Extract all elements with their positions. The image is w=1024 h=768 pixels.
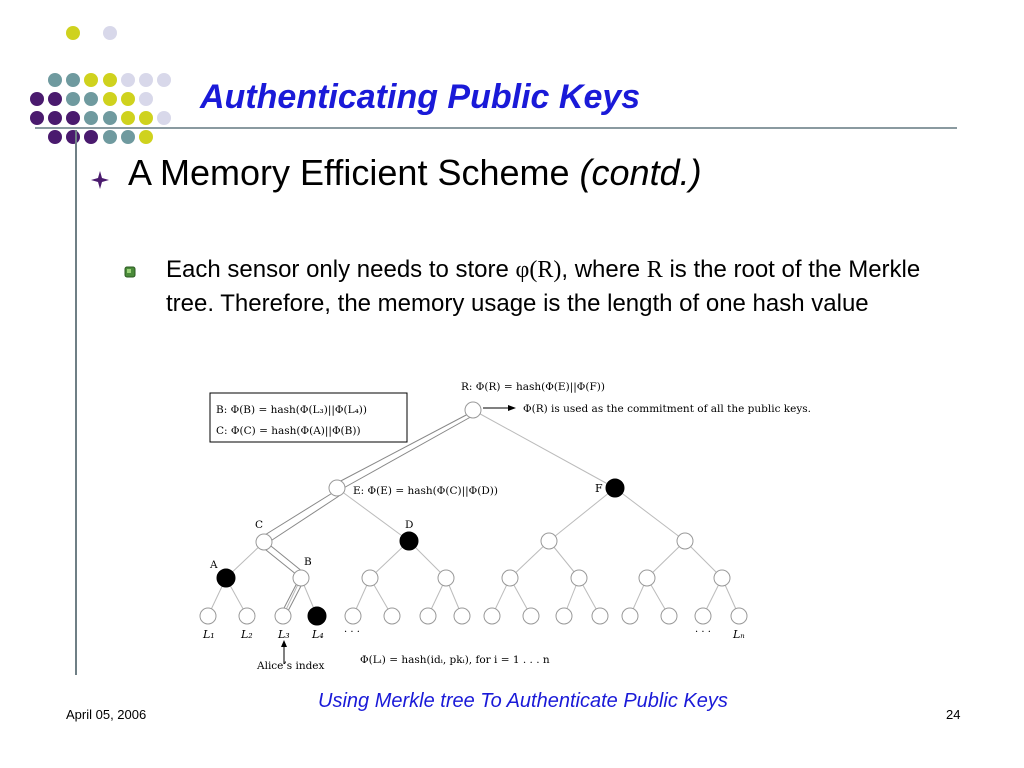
vertical-divider [75, 130, 77, 675]
leaf-label-4: L₄ [311, 628, 324, 641]
auth-path [259, 412, 477, 612]
leaf-hash-formula: Φ(Lᵢ) = hash(idᵢ, pkᵢ), for i = 1 . . . … [360, 654, 550, 666]
f-label: F [595, 482, 603, 495]
figure-caption: Using Merkle tree To Authenticate Public… [318, 690, 728, 712]
decorative-dot-grid [30, 26, 171, 144]
e-label: E: Φ(E) = hash(Φ(C)||Φ(D)) [353, 485, 498, 498]
box-line1: B: Φ(B) = hash(Φ(L₃)||Φ(L₄)) [216, 404, 367, 417]
c-label: C [255, 519, 263, 531]
leaf-label-1: L₁ [202, 628, 215, 641]
leaf-label-3: L₃ [277, 628, 290, 641]
ellipsis-right: · · · [695, 627, 711, 638]
footer-date: April 05, 2006 [66, 707, 147, 722]
title-underline [35, 127, 957, 129]
ellipsis-left: · · · [344, 627, 360, 638]
box-line2: C: Φ(C) = hash(Φ(A)||Φ(B)) [216, 425, 361, 438]
merkle-tree-diagram: B: Φ(B) = hash(Φ(L₃)||Φ(L₄)) C: Φ(C) = h… [199, 381, 811, 672]
tree-nodes [199, 401, 748, 626]
slide-number: 24 [946, 707, 961, 722]
a-label: A [209, 559, 218, 571]
leaf-label-2: L₂ [240, 628, 253, 641]
diamond-bullet-icon [91, 171, 109, 189]
formula-box [209, 392, 408, 443]
root-note: Φ(R) is used as the commitment of all th… [523, 403, 811, 415]
b-label: B [304, 556, 312, 568]
square-bullet-icon [124, 266, 136, 278]
root-label: R: Φ(R) = hash(Φ(E)||Φ(F)) [461, 381, 605, 394]
d-label: D [405, 519, 413, 531]
slide-title: Authenticating Public Keys [200, 78, 641, 116]
alice-index-label: Alice’s index [256, 660, 325, 672]
bullet-level1-text: A Memory Efficient Scheme (contd.) [128, 152, 702, 193]
bullet-level2-text: Each sensor only needs to store φ(R), wh… [166, 256, 921, 317]
leaf-label-n: Lₙ [732, 628, 745, 641]
